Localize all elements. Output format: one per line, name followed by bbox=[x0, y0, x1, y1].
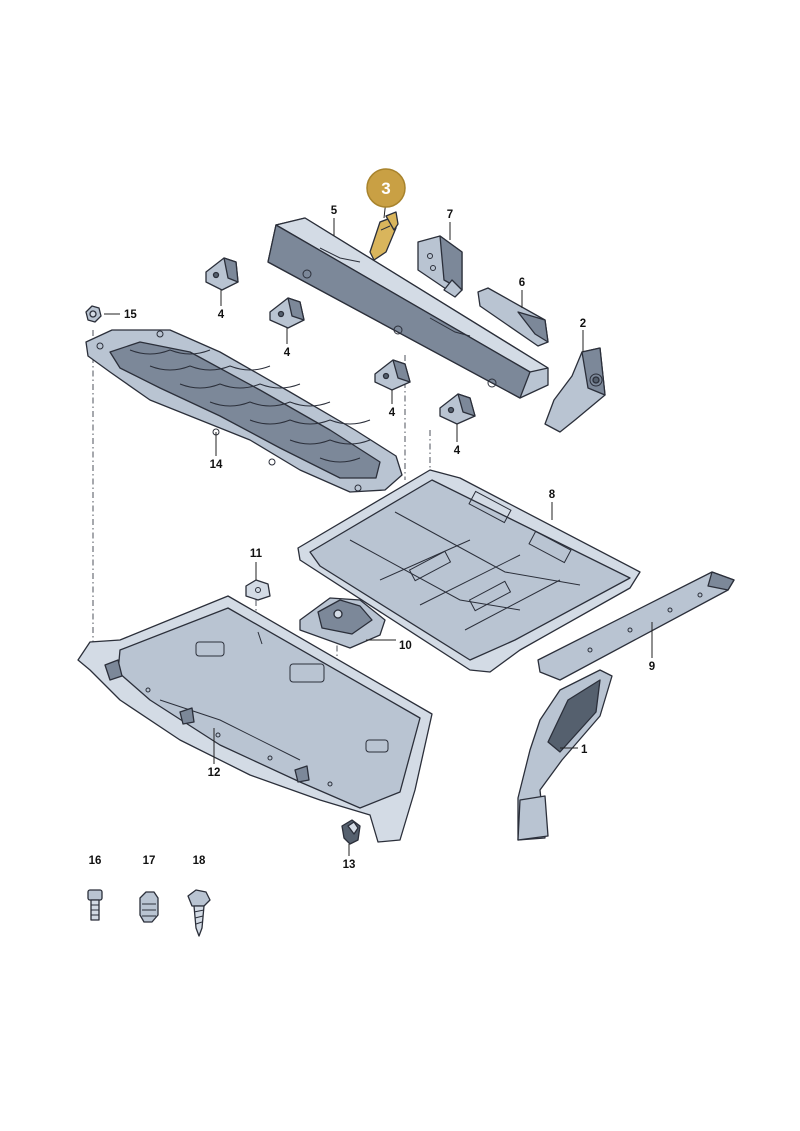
part-5-cross-member[interactable] bbox=[267, 217, 549, 399]
part-4-mount-bracket-a[interactable] bbox=[205, 257, 239, 291]
part-18-screw[interactable] bbox=[187, 889, 211, 937]
part-8-floor-panel[interactable] bbox=[297, 469, 641, 673]
part-10-bracket[interactable] bbox=[299, 597, 386, 649]
part-16-bolt[interactable] bbox=[87, 889, 103, 921]
part-15-nut[interactable] bbox=[85, 305, 102, 323]
callout-10: 10 bbox=[399, 640, 412, 652]
callout-3: 3 bbox=[381, 179, 390, 198]
callout-13: 13 bbox=[343, 859, 356, 871]
callout-labels: 5 7 6 2 4 4 4 4 15 14 8 9 10 11 12 13 1 … bbox=[89, 205, 656, 871]
callout-4: 4 bbox=[454, 445, 461, 457]
part-4-mount-bracket-b[interactable] bbox=[269, 297, 305, 329]
part-11-clip[interactable] bbox=[245, 579, 271, 601]
part-13-clip[interactable] bbox=[341, 819, 361, 845]
callout-2: 2 bbox=[580, 318, 586, 330]
callout-18: 18 bbox=[193, 855, 206, 867]
part-2-side-bracket[interactable] bbox=[544, 347, 606, 433]
leader-lines bbox=[104, 199, 653, 856]
callout-11: 11 bbox=[250, 548, 263, 560]
highlight-badge[interactable]: 3 bbox=[366, 168, 406, 208]
callout-4: 4 bbox=[284, 347, 291, 359]
callout-14: 14 bbox=[210, 459, 223, 471]
part-14-underbody-cover[interactable] bbox=[85, 329, 403, 493]
part-7-bracket[interactable] bbox=[417, 235, 463, 298]
callout-4: 4 bbox=[389, 407, 396, 419]
callout-17: 17 bbox=[143, 855, 156, 867]
part-3-bracket-highlighted[interactable] bbox=[369, 211, 399, 261]
part-1-side-member[interactable] bbox=[517, 669, 613, 841]
callout-5: 5 bbox=[331, 205, 338, 217]
callout-1: 1 bbox=[581, 744, 588, 756]
callout-12: 12 bbox=[208, 767, 221, 779]
part-9-side-rail[interactable] bbox=[537, 571, 735, 681]
callout-7: 7 bbox=[447, 209, 453, 221]
part-4-mount-bracket-c[interactable] bbox=[374, 359, 411, 391]
part-17-nut[interactable] bbox=[139, 891, 159, 923]
callout-16: 16 bbox=[89, 855, 102, 867]
callout-4: 4 bbox=[218, 309, 225, 321]
part-4-mount-bracket-d[interactable] bbox=[439, 393, 476, 425]
part-12-rear-panel[interactable] bbox=[77, 595, 433, 843]
part-6-reinforcement[interactable] bbox=[477, 287, 549, 347]
callout-15: 15 bbox=[124, 309, 137, 321]
callout-9: 9 bbox=[649, 661, 655, 673]
callout-6: 6 bbox=[519, 277, 525, 289]
callout-8: 8 bbox=[549, 489, 556, 501]
